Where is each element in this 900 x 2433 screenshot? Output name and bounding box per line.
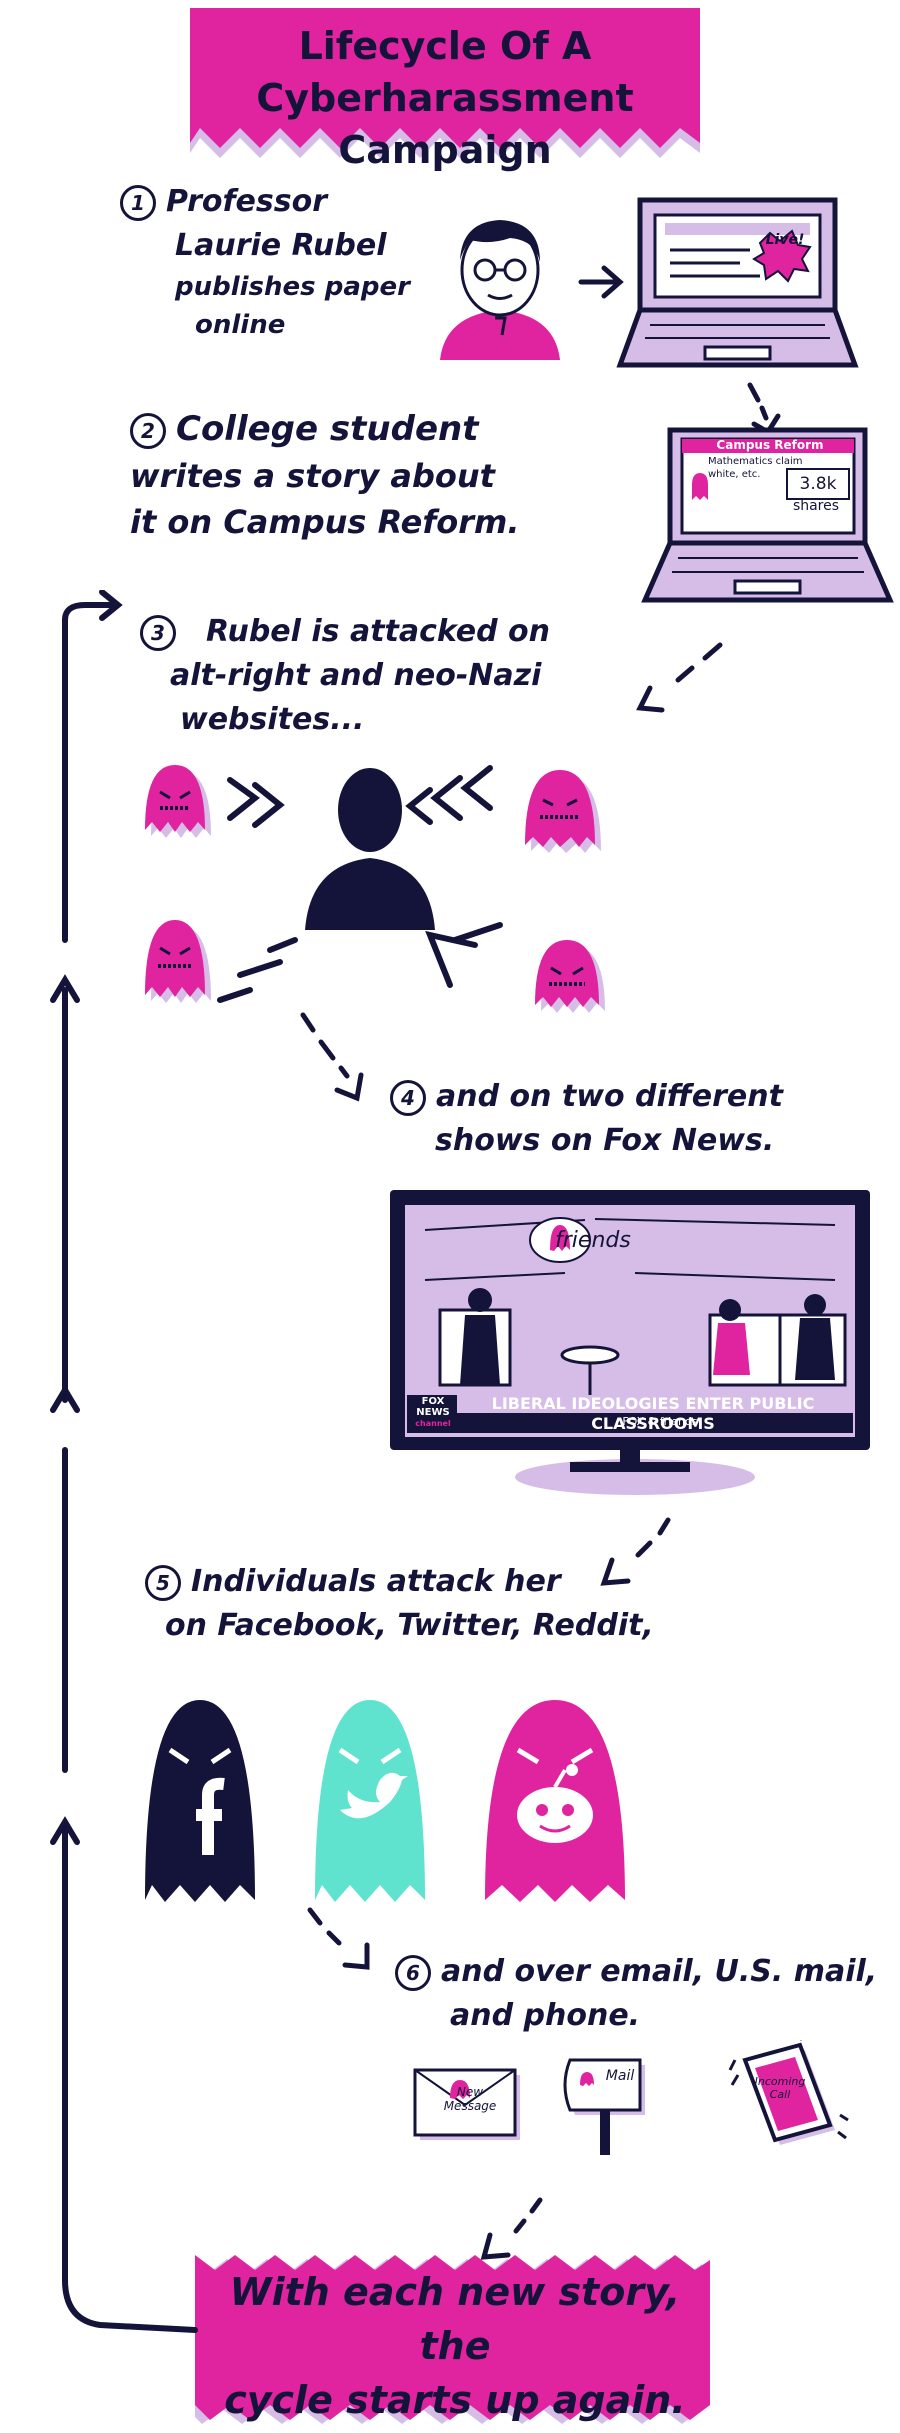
step-4: 4 and on two different shows on Fox News. (390, 1075, 850, 1163)
step-2-line-2: writes a story about (130, 457, 495, 495)
step-5: 5 Individuals attack her on Facebook, Twi… (145, 1560, 705, 1648)
tv-show-label: friends (555, 1228, 631, 1253)
mailbox-icon (563, 2058, 645, 2155)
tv-channel-logo: FOX NEWS channel (408, 1396, 458, 1429)
step-1-line-4: online (195, 310, 286, 340)
dashed-arrow-down-right-icon (307, 1907, 370, 1970)
step-3-line-1: Rubel is attacked on (206, 614, 551, 649)
dashed-arrow-down-left-icon (636, 642, 723, 713)
cycle-loop-arrow (50, 590, 198, 2333)
facebook-ghost-icon (145, 1700, 255, 1902)
portrait-icon (440, 220, 560, 360)
email-icon (413, 2068, 520, 2140)
title-banner (190, 8, 700, 158)
title-line-2: Cyberharassment Campaign (256, 76, 634, 172)
dashed-arrow-down-left-icon (480, 2197, 543, 2260)
reddit-ghost-icon (485, 1700, 625, 1902)
step-4-line-2: shows on Fox News. (435, 1123, 775, 1158)
tv-news-banner: LIBERAL IDEOLOGIES ENTER PUBLIC CLASSROO… (491, 1394, 815, 1433)
live-badge: Live! (765, 232, 805, 248)
step-6-number: 6 (395, 1954, 431, 1991)
social-ghosts (145, 1700, 625, 1902)
step-1-number: 1 (120, 184, 156, 221)
ghost-icon (525, 770, 601, 853)
ghost-icon (535, 940, 605, 1013)
arrow-right-icon (578, 265, 624, 299)
campus-reform-header: Campus Reform (716, 438, 824, 452)
dashed-arrow-down-left-icon (600, 1517, 671, 1586)
step-2-number: 2 (130, 412, 166, 449)
step-2: 2 College student writes a story about it… (130, 405, 630, 545)
tv-channel-line-1: FOX (421, 1396, 445, 1407)
ending-banner (195, 2255, 710, 2424)
laptop-campus-reform-icon (641, 427, 894, 603)
step-3-line-2: alt-right and neo-Nazi (170, 658, 542, 693)
phone-label: Incoming Call (754, 2075, 806, 2101)
ending-line-1: With each new story, the (229, 2270, 681, 2368)
twitter-ghost-icon (315, 1700, 425, 1902)
step-1-line-2: Laurie Rubel (175, 228, 387, 263)
step-5-number: 5 (145, 1564, 181, 1601)
page-title: Lifecycle Of A Cyberharassment Campaign (190, 20, 700, 176)
contact-icons (413, 2040, 849, 2155)
dashed-arrow-down-right-icon (300, 1012, 364, 1102)
television-icon (390, 1190, 870, 1495)
step-3: 3 Rubel is attacked on alt-right and neo-… (140, 610, 600, 742)
step-5-line-2: on Facebook, Twitter, Reddit, (165, 1608, 654, 1643)
step-3-number: 3 (140, 614, 176, 651)
step-2-line-3: it on Campus Reform. (130, 503, 520, 541)
step-6-line-2: and phone. (450, 1998, 641, 2033)
tv-show-sub: FOX & friends (622, 1415, 698, 1428)
share-count: 3.8k (786, 468, 850, 500)
step-6: 6 and over email, U.S. mail, and phone. (395, 1950, 885, 2038)
silhouette-icon (305, 768, 435, 930)
laptop-icon (616, 197, 859, 368)
ghost-icon (145, 765, 211, 838)
ghost-icon (145, 920, 211, 1003)
step-6-line-1: and over email, U.S. mail, (441, 1954, 878, 1989)
tv-channel-line-3: channel (415, 1419, 451, 1428)
phone-icon (728, 2040, 849, 2145)
step-3-line-3: websites... (180, 702, 365, 737)
ending-text: With each new story, the cycle starts up… (200, 2265, 710, 2427)
step-4-number: 4 (390, 1079, 426, 1116)
step-1-line-1: Professor (166, 184, 327, 219)
step-4-line-1: and on two different (436, 1079, 783, 1114)
campus-reform-body: Mathematics claim white, etc. (708, 456, 803, 480)
attack-cluster (145, 765, 605, 1013)
share-label: shares (792, 498, 840, 514)
ending-line-2: cycle starts up again. (224, 2378, 686, 2422)
title-line-1: Lifecycle Of A (298, 24, 592, 68)
mail-label: Mail (605, 2068, 635, 2084)
step-5-line-1: Individuals attack her (191, 1564, 561, 1599)
step-2-line-1: College student (176, 409, 479, 449)
email-label: New Message (443, 2085, 497, 2113)
step-1-line-3: publishes paper (175, 272, 410, 302)
tv-channel-line-2: NEWS (416, 1407, 450, 1418)
